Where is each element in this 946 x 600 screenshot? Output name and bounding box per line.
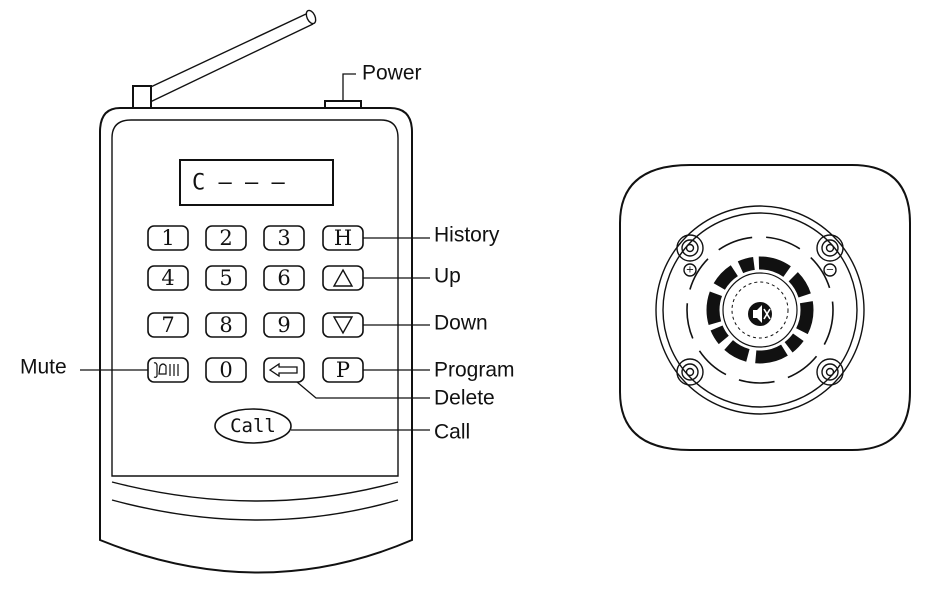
speaker-dotted-ring <box>731 281 789 339</box>
plus-terminal-icon: + <box>683 263 697 277</box>
svg-text:5: 5 <box>219 266 232 290</box>
minus-terminal-icon: − <box>823 263 837 277</box>
triangle-down-icon <box>332 316 354 335</box>
key-6[interactable]: 6 <box>263 265 305 291</box>
key-3[interactable]: 3 <box>263 225 305 251</box>
key-history[interactable]: H <box>322 225 364 251</box>
screw-bottom-right-icon <box>816 358 844 386</box>
svg-text:9: 9 <box>277 313 290 337</box>
label-power: Power <box>362 62 422 85</box>
key-5[interactable]: 5 <box>205 265 247 291</box>
call-button[interactable]: Call <box>214 408 292 444</box>
svg-text:P: P <box>336 358 350 382</box>
key-0[interactable]: 0 <box>205 357 247 383</box>
svg-text:4: 4 <box>161 266 174 290</box>
lcd-display <box>179 159 334 206</box>
key-delete[interactable] <box>263 357 305 383</box>
key-mute[interactable] <box>147 357 189 383</box>
label-mute: Mute <box>20 356 67 379</box>
label-call: Call <box>434 421 470 444</box>
display-text: C — — — <box>192 171 285 196</box>
screw-bottom-left-icon <box>676 358 704 386</box>
key-down[interactable] <box>322 312 364 338</box>
speaker-ring-outer <box>655 205 865 415</box>
triangle-up-icon <box>332 268 354 287</box>
pager-face <box>111 119 399 477</box>
speaker-unit: + − <box>619 164 911 451</box>
svg-text:2: 2 <box>219 226 232 250</box>
grip-line-top <box>111 481 399 502</box>
key-8[interactable]: 8 <box>205 312 247 338</box>
label-down: Down <box>434 312 488 335</box>
svg-text:Call: Call <box>230 415 276 437</box>
key-4[interactable]: 4 <box>147 265 189 291</box>
svg-text:+: + <box>686 265 694 276</box>
screw-top-left-icon <box>676 234 704 262</box>
label-history: History <box>434 224 500 247</box>
power-leader <box>342 73 356 101</box>
speaker-dash-ring <box>686 236 834 384</box>
pager-body <box>99 107 413 574</box>
key-program[interactable]: P <box>322 357 364 383</box>
svg-text:6: 6 <box>277 266 290 290</box>
svg-text:3: 3 <box>277 226 290 250</box>
arrow-left-icon <box>268 362 298 378</box>
speaker-segment-ring <box>706 256 814 364</box>
mute-bell-icon <box>153 362 179 378</box>
key-9[interactable]: 9 <box>263 312 305 338</box>
key-2[interactable]: 2 <box>205 225 247 251</box>
svg-text:H: H <box>334 226 352 250</box>
svg-text:7: 7 <box>161 313 174 337</box>
callout-leaders <box>80 73 430 431</box>
delete-leader <box>296 381 430 399</box>
screw-top-right-icon <box>816 234 844 262</box>
antenna <box>132 9 317 109</box>
key-7[interactable]: 7 <box>147 312 189 338</box>
svg-text:0: 0 <box>219 358 232 382</box>
power-button[interactable] <box>324 100 362 109</box>
key-1[interactable]: 1 <box>147 225 189 251</box>
svg-text:8: 8 <box>219 313 232 337</box>
callout-labels: Power History Up Down Mute Program Delet… <box>20 62 515 444</box>
svg-text:1: 1 <box>161 226 174 250</box>
label-delete: Delete <box>434 387 495 410</box>
label-up: Up <box>434 265 461 288</box>
svg-text:−: − <box>826 265 834 276</box>
label-program: Program <box>434 359 515 382</box>
key-up[interactable] <box>322 265 364 291</box>
mute-speaker-icon <box>748 302 772 326</box>
speaker-ring-inner <box>662 212 858 408</box>
grip-line-bottom <box>111 499 399 521</box>
pager-device: C — — — 1 2 3 H 4 5 6 7 8 9 0 P <box>99 9 413 574</box>
